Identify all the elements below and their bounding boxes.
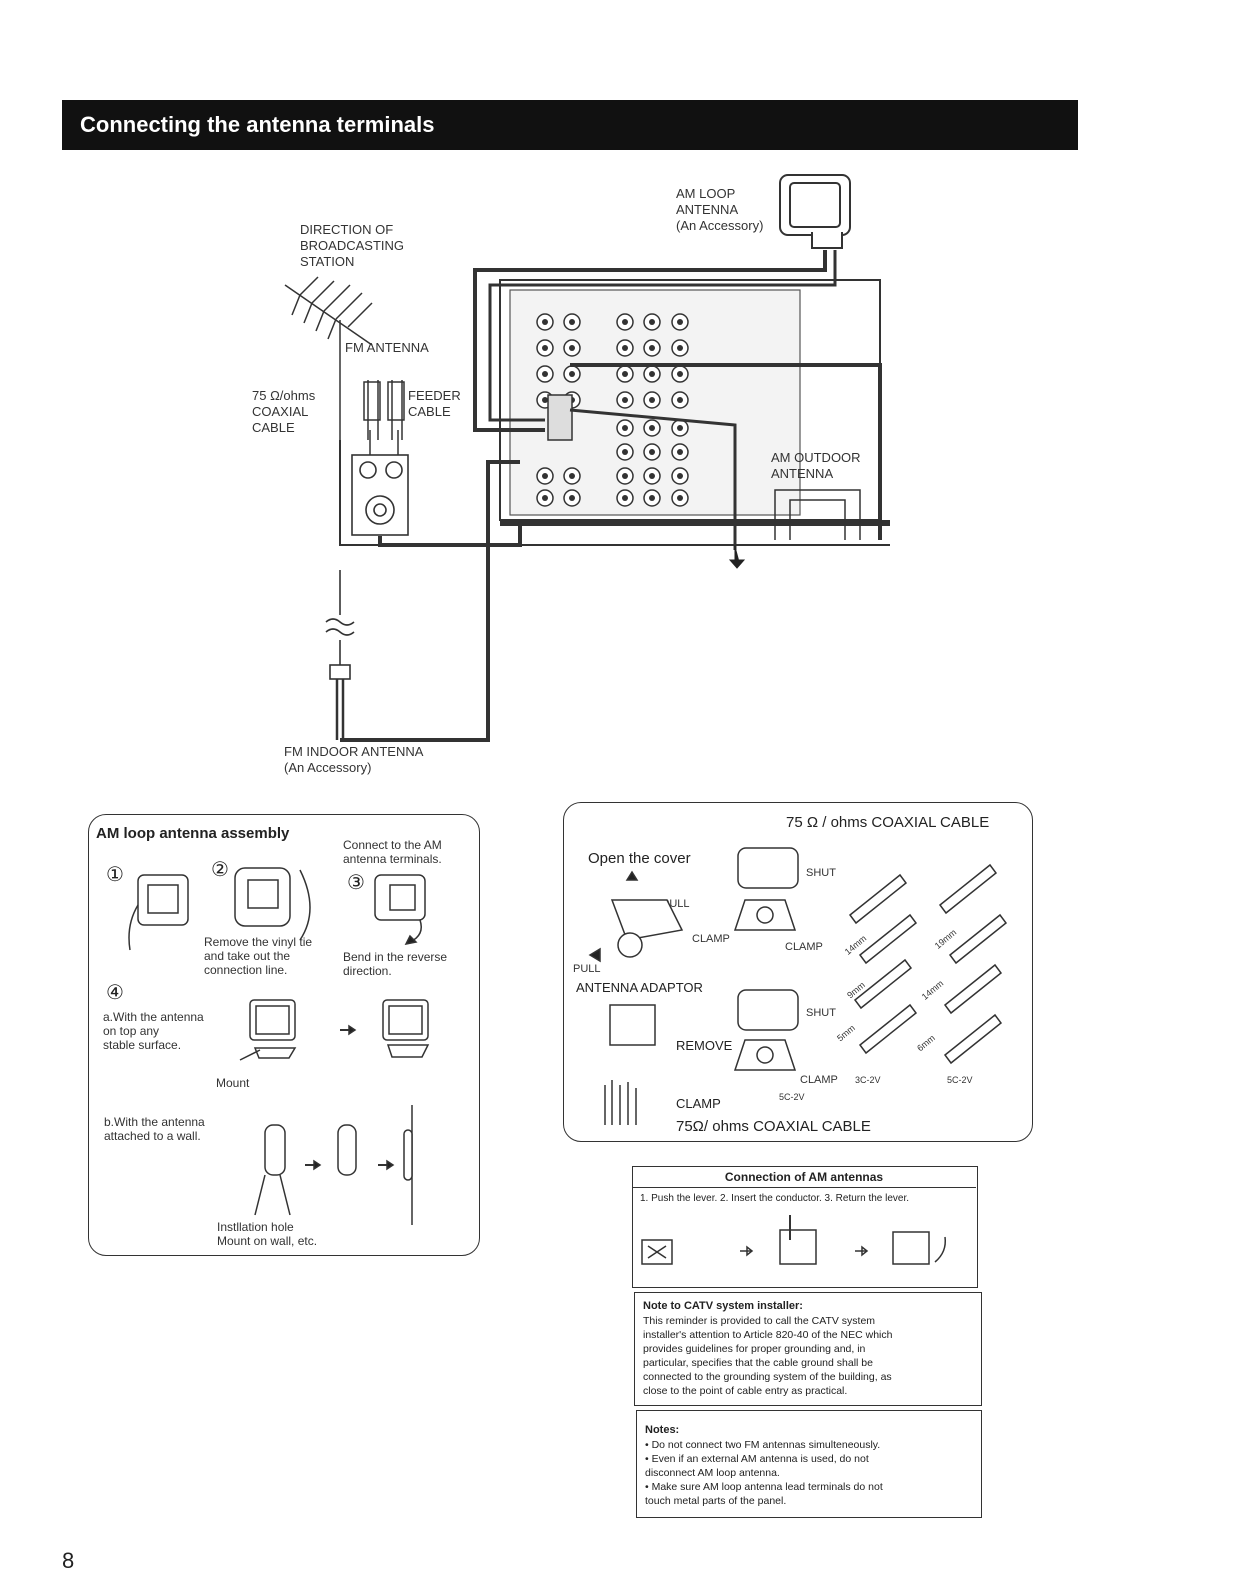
rca-jack-pin — [569, 345, 575, 351]
rca-jack-pin — [622, 449, 628, 455]
rca-jack-pin — [569, 371, 575, 377]
rca-jack-pin — [677, 319, 683, 325]
clamp-label: CLAMP — [692, 933, 730, 945]
rca-jack-pin — [569, 473, 575, 479]
pull-label-2: PULL — [573, 963, 601, 975]
rca-jack-pin — [542, 473, 548, 479]
rca-jack-pin — [649, 495, 655, 501]
notes-title: Notes: — [645, 1424, 680, 1436]
rca-jack-pin — [649, 345, 655, 351]
am-assembly-title: AM loop antenna assembly — [96, 825, 290, 842]
step-2-marker: ② — [211, 859, 229, 881]
am-connection-divider — [632, 1187, 976, 1188]
coaxial-cable-label: 75 Ω/ohms COAXIAL CABLE — [252, 388, 316, 435]
note-item-3: • Make sure AM loop antenna lead termina… — [645, 1481, 883, 1507]
feeder-cable-icon — [363, 380, 405, 455]
cable-3c2v-label: 3C-2V — [855, 1075, 881, 1085]
clamp-label-2: CLAMP — [785, 941, 823, 953]
fm-indoor-antenna-icon — [325, 460, 520, 742]
rca-jack-pin — [677, 495, 683, 501]
am-loop-antenna-icon — [779, 174, 851, 249]
am-connection-box — [632, 1166, 978, 1288]
clamp-label-3: CLAMP — [800, 1074, 838, 1086]
section-title-bar: Connecting the antenna terminals — [62, 100, 1078, 150]
clamp-label-4: CLAMP — [676, 1096, 721, 1111]
rca-jack-pin — [677, 425, 683, 431]
ground-connection-icon — [718, 544, 760, 569]
catv-note-text: This reminder is provided to call the CA… — [643, 1315, 893, 1397]
connect-note: Connect to the AM antenna terminals. — [343, 838, 442, 866]
rca-jack-pin — [542, 495, 548, 501]
rca-jack-pin — [569, 495, 575, 501]
rca-jack-pin — [677, 449, 683, 455]
rca-jack-pin — [622, 371, 628, 377]
rca-jack-pin — [542, 397, 548, 403]
receiver-jacks — [536, 313, 689, 507]
am-loop-lead-wires — [473, 250, 837, 432]
feeder-cable-label: FEEDER CABLE — [408, 388, 461, 419]
catv-note-box — [634, 1292, 982, 1406]
remove-label: REMOVE — [676, 1038, 733, 1053]
option-a-text: a.With the antenna on top any stable sur… — [103, 1010, 204, 1052]
rca-jack-pin — [622, 425, 628, 431]
rca-jack-pin — [622, 345, 628, 351]
antenna-wall-plate — [351, 454, 409, 536]
am-outdoor-antenna-icon — [569, 363, 882, 550]
notes-box — [636, 1410, 982, 1518]
antenna-wiring-diagram — [284, 174, 890, 742]
direction-label: DIRECTION OF BROADCASTING STATION — [300, 222, 405, 269]
section-title: Connecting the antenna terminals — [80, 112, 435, 137]
fm-antenna-icon — [284, 276, 373, 440]
rca-jack-pin — [677, 473, 683, 479]
am-connection-title: Connection of AM antennas — [724, 1170, 884, 1184]
note-item-2: • Even if an external AM antenna is used… — [645, 1453, 869, 1479]
rca-jack-pin — [622, 397, 628, 403]
rca-jack-pin — [622, 473, 628, 479]
am-connection-steps: 1. Push the lever. 2. Insert the conduct… — [640, 1193, 910, 1204]
rca-jack-pin — [649, 371, 655, 377]
antenna-adaptor-label: ANTENNA ADAPTOR — [576, 980, 703, 995]
cable-5c2v-label: 5C-2V — [947, 1075, 973, 1085]
coax-box-title: 75 Ω / ohms COAXIAL CABLE — [786, 814, 990, 831]
option-b-text: b.With the antenna attached to a wall. — [104, 1115, 205, 1143]
install-hole-text: Instllation hole Mount on wall, etc. — [217, 1220, 318, 1248]
rca-jack-pin — [622, 495, 628, 501]
remove-tie-text: Remove the vinyl tie and take out the co… — [204, 935, 313, 977]
am-fm-terminal-block — [547, 394, 573, 441]
cable-5c2v-small-label: 5C-2V — [779, 1092, 805, 1102]
rca-jack-pin — [622, 319, 628, 325]
shut-label-2: SHUT — [806, 1007, 836, 1019]
rca-jack-pin — [649, 449, 655, 455]
rca-jack-pin — [542, 371, 548, 377]
step-3-marker: ③ — [347, 872, 365, 894]
rca-jack-pin — [649, 473, 655, 479]
rca-jack-pin — [649, 319, 655, 325]
mount-label: Mount — [216, 1076, 250, 1090]
catv-note-title: Note to CATV system installer: — [643, 1300, 803, 1312]
pull-label: PULL — [662, 898, 690, 910]
note-item-1: • Do not connect two FM antennas simulte… — [645, 1439, 881, 1451]
am-loop-antenna-label: AM LOOP ANTENNA (An Accessory) — [676, 186, 764, 233]
step-1-marker: ① — [106, 864, 124, 886]
rca-jack-pin — [649, 425, 655, 431]
step-4-marker: ④ — [106, 982, 124, 1004]
rca-jack-pin — [542, 345, 548, 351]
rca-jack-pin — [569, 319, 575, 325]
rca-jack-pin — [677, 397, 683, 403]
page-number: 8 — [62, 1548, 75, 1573]
fm-indoor-antenna-label: FM INDOOR ANTENNA (An Accessory) — [284, 744, 424, 775]
shut-label: SHUT — [806, 867, 836, 879]
rca-jack-pin — [677, 371, 683, 377]
rca-jack-pin — [649, 397, 655, 403]
rca-jack-pin — [677, 345, 683, 351]
bend-reverse-text: Bend in the reverse direction. — [343, 950, 448, 978]
am-outdoor-antenna-label: AM OUTDOOR ANTENNA — [771, 450, 861, 481]
open-cover-text: Open the cover — [588, 850, 691, 867]
rca-jack-pin — [542, 319, 548, 325]
fm-antenna-label: FM ANTENNA — [345, 340, 429, 355]
coax-bottom-label: 75Ω/ ohms COAXIAL CABLE — [676, 1118, 871, 1135]
